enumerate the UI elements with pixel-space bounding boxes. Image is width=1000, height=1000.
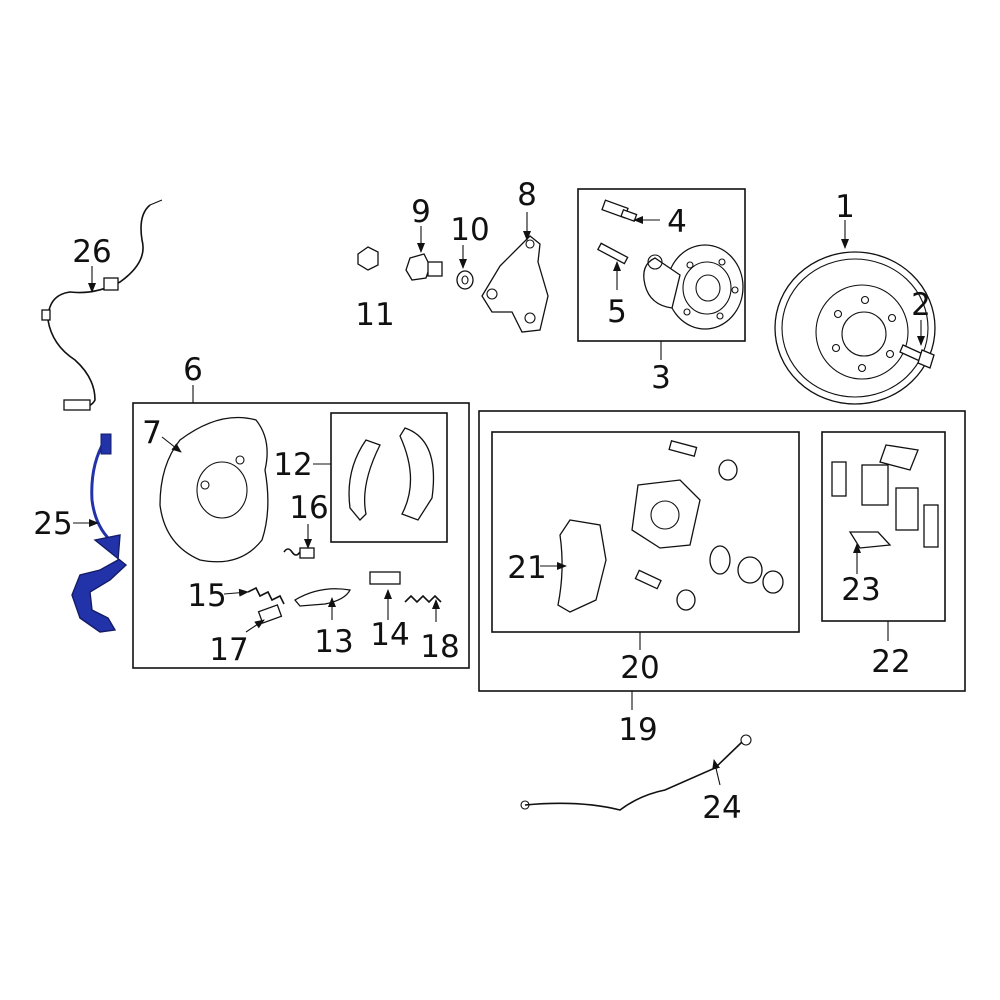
- callout-10: 10: [450, 212, 489, 248]
- callout-3: 3: [651, 360, 671, 396]
- callout-22: 22: [871, 644, 910, 680]
- hold-down-spring[interactable]: [283, 547, 315, 559]
- callout-5: 5: [607, 294, 627, 330]
- callout-2: 2: [911, 287, 931, 323]
- callout-26: 26: [72, 234, 111, 270]
- caliper-group-box: [478, 410, 966, 692]
- adjuster-assembly[interactable]: [369, 571, 401, 585]
- return-spring[interactable]: [247, 586, 285, 605]
- adjuster-spring[interactable]: [404, 594, 442, 604]
- washer[interactable]: [456, 270, 474, 290]
- speed-sensor-wire[interactable]: [41, 199, 163, 411]
- hub-pin[interactable]: [596, 242, 629, 265]
- backing-plate[interactable]: [159, 416, 269, 563]
- pad-kit-box: [821, 431, 946, 622]
- callout-8: 8: [517, 177, 537, 213]
- adjuster-plate[interactable]: [257, 604, 283, 624]
- parking-brake-shoes[interactable]: [348, 427, 435, 521]
- callout-11: 11: [355, 297, 394, 333]
- mounting-bracket[interactable]: [481, 235, 549, 333]
- caliper-piston[interactable]: [709, 545, 784, 594]
- parking-shoe-box: [330, 412, 448, 543]
- shoe-lever[interactable]: [294, 588, 351, 607]
- callout-13: 13: [314, 624, 353, 660]
- callout-1: 1: [835, 189, 855, 225]
- callout-15: 15: [187, 578, 226, 614]
- abs-wheel-speed-sensor[interactable]: [71, 433, 128, 633]
- callout-16: 16: [289, 490, 328, 526]
- guide-pins[interactable]: [634, 439, 738, 611]
- caliper-body[interactable]: [631, 479, 701, 549]
- rotor-bolt[interactable]: [899, 344, 935, 369]
- wheel-stud-bolt[interactable]: [601, 199, 638, 222]
- callout-12: 12: [273, 447, 312, 483]
- pad-clips[interactable]: [848, 531, 892, 549]
- callout-25: 25: [33, 506, 72, 542]
- callout-6: 6: [183, 352, 203, 388]
- caliper-assembly-box: [491, 431, 800, 633]
- callout-18: 18: [420, 629, 459, 665]
- callout-7: 7: [142, 415, 162, 451]
- caliper-bracket[interactable]: [557, 519, 607, 613]
- brake-hose[interactable]: [520, 734, 752, 811]
- callout-21: 21: [507, 550, 546, 586]
- brake-pad-set[interactable]: [831, 444, 939, 548]
- brake-rotor[interactable]: [774, 251, 936, 405]
- callout-24: 24: [702, 790, 741, 826]
- hex-nut[interactable]: [357, 246, 379, 271]
- callout-23: 23: [841, 572, 880, 608]
- flange-bolt[interactable]: [405, 253, 443, 281]
- callout-4: 4: [667, 204, 687, 240]
- callout-14: 14: [370, 617, 409, 653]
- callout-20: 20: [620, 650, 659, 686]
- backing-plate-group-box: [132, 402, 470, 669]
- callout-9: 9: [411, 194, 431, 230]
- callout-17: 17: [209, 632, 248, 668]
- wheel-hub-bearing[interactable]: [643, 244, 744, 330]
- callout-19: 19: [618, 712, 657, 748]
